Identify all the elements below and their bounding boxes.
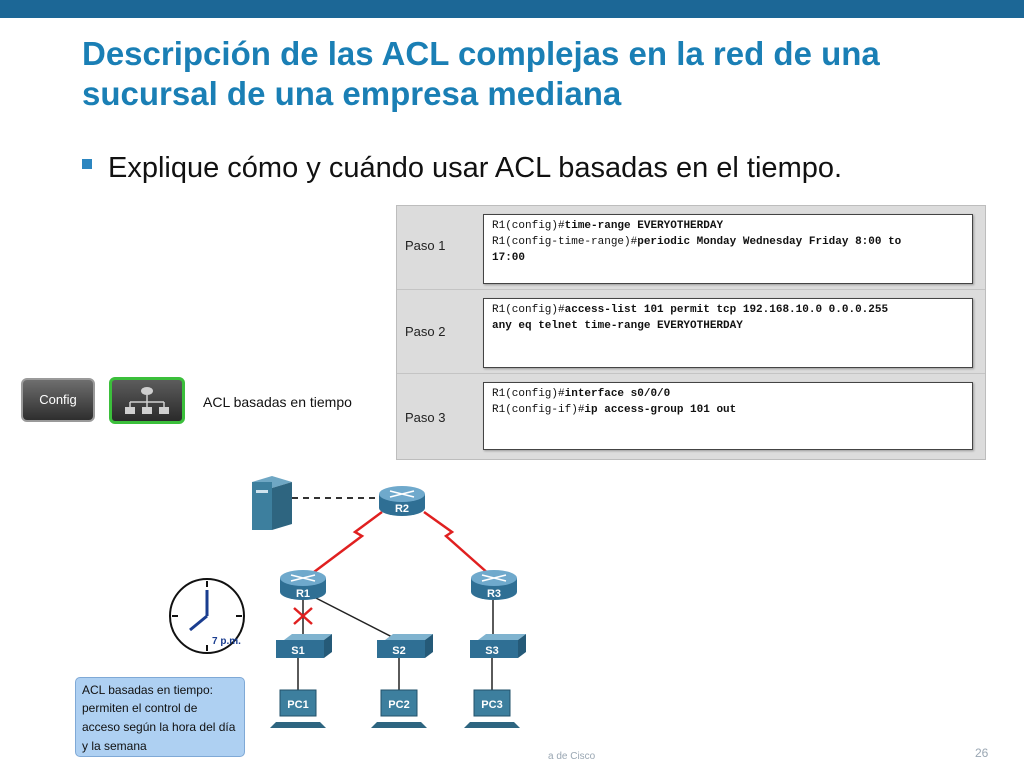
router-r1-icon: R1 [280, 570, 326, 600]
router-r2-icon: R2 [379, 486, 425, 516]
slide-title: Descripción de las ACL complejas en la r… [82, 35, 880, 112]
square-bullet-icon [82, 159, 92, 169]
info-box: ACL basadas en tiempo: permiten el contr… [75, 677, 245, 757]
serial-link-r2-r3 [423, 510, 491, 576]
code-prompt: R1(config-time-range)# [492, 236, 638, 248]
code-box: R1(config)#time-range EVERYOTHERDAY R1(c… [483, 214, 973, 284]
code-prompt: R1(config-if)# [492, 404, 585, 416]
switch-label: S3 [485, 645, 498, 657]
code-line: R1(config-time-range)#periodic Monday We… [492, 234, 964, 250]
link-r1-s2 [309, 594, 399, 641]
pc-label: PC1 [287, 699, 308, 711]
code-command: time-range EVERYOTHERDAY [564, 220, 724, 232]
step-row-2: Paso 2 R1(config)#access-list 101 permit… [397, 290, 985, 374]
code-line: any eq telnet time-range EVERYOTHERDAY [492, 318, 964, 334]
code-box: R1(config)#access-list 101 permit tcp 19… [483, 298, 973, 368]
pc1-icon: PC1 [270, 689, 326, 728]
code-line: 17:00 [492, 250, 964, 266]
code-command: access-list 101 permit tcp 192.168.10.0 … [564, 304, 889, 316]
network-topology-icon [125, 387, 169, 414]
code-line: R1(config)#interface s0/0/0 [492, 386, 964, 402]
bullet-text: Explique cómo y cuándo usar ACL basadas … [108, 152, 843, 184]
step-row-1: Paso 1 R1(config)#time-range EVERYOTHERD… [397, 206, 985, 290]
acl-time-label: ACL basadas en tiempo [203, 394, 352, 410]
blocked-x-icon [293, 607, 313, 625]
step-row-3: Paso 3 R1(config)#interface s0/0/0 R1(co… [397, 374, 985, 457]
topology-button[interactable] [109, 377, 185, 424]
step-label: Paso 1 [405, 238, 446, 253]
pc2-icon: PC2 [371, 689, 427, 728]
code-box: R1(config)#interface s0/0/0 R1(config-if… [483, 382, 973, 450]
switch-label: S1 [291, 645, 304, 657]
switch-s1-icon: S1 [276, 634, 332, 658]
pc3-icon: PC3 [464, 689, 520, 728]
switch-label: S2 [392, 645, 405, 657]
info-box-title: ACL basadas en tiempo: [82, 683, 213, 697]
step-label: Paso 2 [405, 324, 446, 339]
network-topology-diagram: R2 R1 R3 S1 S2 S3 PC1 [169, 476, 526, 728]
code-command: 17:00 [492, 252, 526, 264]
footer-text: a de Cisco [548, 751, 596, 762]
switch-s3-icon: S3 [470, 634, 526, 658]
code-prompt: R1(config)# [492, 388, 565, 400]
code-line: R1(config)#time-range EVERYOTHERDAY [492, 218, 964, 234]
code-command: interface s0/0/0 [564, 388, 671, 400]
code-line: R1(config-if)#ip access-group 101 out [492, 402, 964, 418]
router-r3-icon: R3 [471, 570, 517, 600]
pc-label: PC3 [481, 699, 502, 711]
code-command: ip access-group 101 out [584, 404, 737, 416]
config-button[interactable]: Config [21, 378, 95, 422]
server-icon [252, 476, 292, 530]
router-label: R3 [487, 588, 501, 600]
code-prompt: R1(config)# [492, 304, 565, 316]
steps-panel: Paso 1 R1(config)#time-range EVERYOTHERD… [396, 205, 986, 460]
code-line: R1(config)#access-list 101 permit tcp 19… [492, 302, 964, 318]
top-banner [0, 0, 1024, 18]
info-box-description: permiten el control de acceso según la h… [82, 701, 236, 753]
clock-time-label: 7 p.m. [212, 636, 241, 647]
code-command: any eq telnet time-range EVERYOTHERDAY [492, 320, 743, 332]
bullet-point: Explique cómo y cuándo usar ACL basadas … [82, 150, 882, 187]
switch-s2-icon: S2 [377, 634, 433, 658]
pc-label: PC2 [388, 699, 409, 711]
page-number: 26 [975, 746, 989, 760]
serial-link-r2-r1 [309, 510, 383, 576]
code-command: periodic Monday Wednesday Friday 8:00 to [637, 236, 902, 248]
clock-icon: 7 p.m. [169, 578, 245, 654]
step-label: Paso 3 [405, 410, 446, 425]
router-label: R1 [296, 588, 310, 600]
code-prompt: R1(config)# [492, 220, 565, 232]
config-button-label: Config [39, 392, 77, 407]
router-label: R2 [395, 503, 409, 515]
